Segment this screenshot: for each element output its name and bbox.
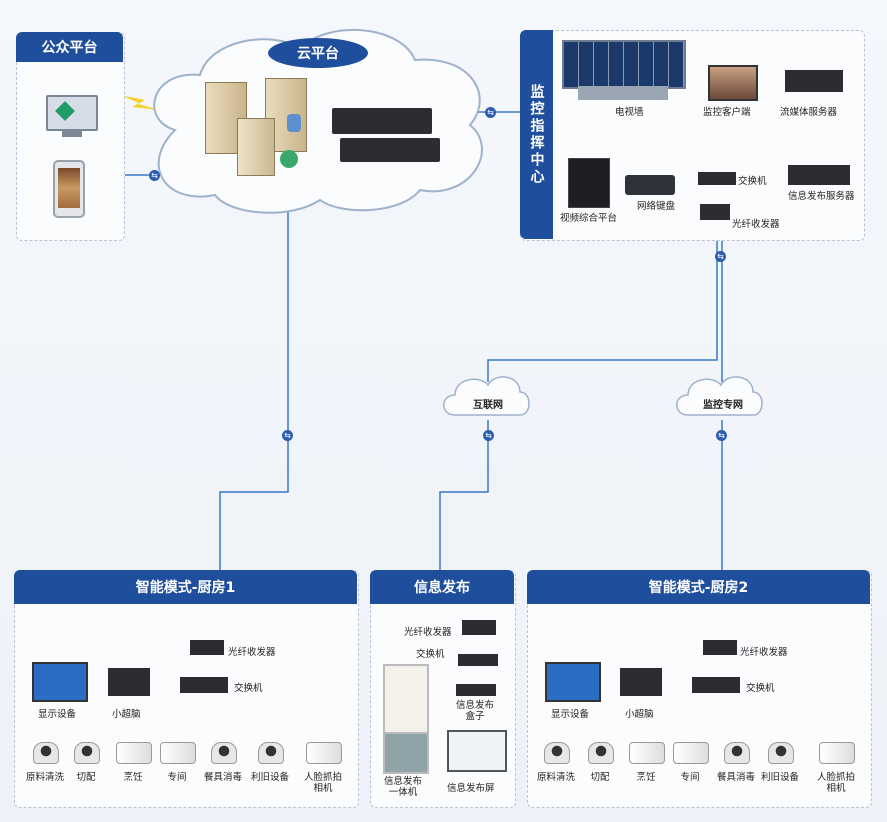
camera-label: 专间 xyxy=(680,772,700,783)
info-allinone-label: 信息发布 一体机 xyxy=(384,776,423,798)
info-screen-label: 信息发布屏 xyxy=(447,783,495,794)
switch-label: 交换机 xyxy=(738,176,767,187)
tv-wall-icon xyxy=(562,40,686,89)
video-platform-label: 视频综合平台 xyxy=(560,213,618,224)
info-box-icon xyxy=(456,684,496,696)
kitchen2-display-label: 显示设备 xyxy=(551,709,590,720)
camera-label: 切配 xyxy=(76,772,96,783)
info-server-icon xyxy=(788,165,850,185)
monitor-center-title-text: 监控指挥中心 xyxy=(528,83,545,186)
fiber-transceiver-label: 光纤收发器 xyxy=(732,219,780,230)
dome-camera-icon xyxy=(588,742,614,764)
kitchen1-fiber-label: 光纤收发器 xyxy=(228,647,276,658)
monitor-client-icon xyxy=(708,65,758,101)
camera-label: 利旧设备 xyxy=(760,772,799,783)
camera-label: 烹饪 xyxy=(123,772,143,783)
rack-server-icon xyxy=(332,108,432,134)
streaming-server-label: 流媒体服务器 xyxy=(780,107,838,118)
link-icon: ⇆ xyxy=(715,251,726,262)
link-icon: ⇆ xyxy=(485,107,496,118)
video-platform-icon xyxy=(568,158,610,208)
switch-icon xyxy=(458,654,498,666)
bullet-camera-icon xyxy=(629,742,665,764)
kitchen1-brain-label: 小超脑 xyxy=(112,709,141,720)
public-platform-title: 公众平台 xyxy=(16,32,123,62)
streaming-server-icon xyxy=(785,70,843,92)
kitchen2-fiber-label: 光纤收发器 xyxy=(740,647,788,658)
info-box-label: 信息发布 盒子 xyxy=(456,700,495,722)
kitchen2-brain-label: 小超脑 xyxy=(625,709,654,720)
globe-icon xyxy=(280,150,298,168)
camera-label: 原料清洗 xyxy=(536,772,575,783)
kiosk-icon xyxy=(383,664,429,736)
switch-icon xyxy=(698,172,736,185)
camera-label: 餐具消毒 xyxy=(203,772,242,783)
link-icon: ⇆ xyxy=(282,430,293,441)
dome-camera-icon xyxy=(74,742,100,764)
server-icon xyxy=(237,118,275,176)
kitchen1-display-label: 显示设备 xyxy=(38,709,77,720)
camera-label: 原料清洗 xyxy=(25,772,64,783)
tv-wall-label: 电视墙 xyxy=(615,107,644,118)
kitchen1-title: 智能模式-厨房1 xyxy=(14,570,357,604)
bullet-camera-icon xyxy=(116,742,152,764)
kitchen1-switch-label: 交换机 xyxy=(234,683,263,694)
link-icon: ⇆ xyxy=(716,430,727,441)
switch-icon xyxy=(180,677,228,693)
bullet-camera-icon xyxy=(306,742,342,764)
laptop-icon xyxy=(447,730,507,772)
camera-label: 烹饪 xyxy=(636,772,656,783)
camera-label: 人脸抓拍 相机 xyxy=(303,772,342,794)
fiber-transceiver-icon xyxy=(703,640,737,655)
camera-label: 利旧设备 xyxy=(250,772,289,783)
link-icon: ⇆ xyxy=(149,170,160,181)
smartphone-icon xyxy=(53,160,85,218)
kitchen2-title: 智能模式-厨房2 xyxy=(527,570,870,604)
desktop-computer-icon xyxy=(46,95,98,137)
rack-server-icon xyxy=(340,138,440,162)
dome-camera-icon xyxy=(211,742,237,764)
bullet-camera-icon xyxy=(819,742,855,764)
kiosk-base-icon xyxy=(383,732,429,774)
info-switch-label: 交换机 xyxy=(416,649,445,660)
monitor-center-title: 监控指挥中心 xyxy=(520,30,553,239)
wireless-icon xyxy=(120,95,160,110)
dome-camera-icon xyxy=(544,742,570,764)
internet-label: 互联网 xyxy=(473,400,503,411)
display-icon xyxy=(32,662,88,702)
network-keyboard-icon xyxy=(625,175,675,195)
fiber-transceiver-icon xyxy=(700,204,730,220)
private-network-label: 监控专网 xyxy=(703,400,743,411)
link-icon: ⇆ xyxy=(483,430,494,441)
edge-brain-icon xyxy=(620,668,662,696)
tv-wall-base xyxy=(578,86,668,100)
display-icon xyxy=(545,662,601,702)
cloud-platform-title: 云平台 xyxy=(268,38,368,68)
network-keyboard-label: 网络键盘 xyxy=(637,201,676,212)
info-fiber-label: 光纤收发器 xyxy=(404,627,452,638)
camera-label: 餐具消毒 xyxy=(716,772,755,783)
kitchen2-switch-label: 交换机 xyxy=(746,683,775,694)
info-server-label: 信息发布服务器 xyxy=(788,191,855,202)
dome-camera-icon xyxy=(33,742,59,764)
dome-camera-icon xyxy=(258,742,284,764)
bullet-camera-icon xyxy=(673,742,709,764)
fiber-transceiver-icon xyxy=(190,640,224,655)
monitor-client-label: 监控客户端 xyxy=(703,107,751,118)
camera-label: 切配 xyxy=(590,772,610,783)
dome-camera-icon xyxy=(768,742,794,764)
camera-label: 专间 xyxy=(167,772,187,783)
dome-camera-icon xyxy=(724,742,750,764)
fiber-transceiver-icon xyxy=(462,620,496,635)
database-icon xyxy=(287,114,301,132)
switch-icon xyxy=(692,677,740,693)
bullet-camera-icon xyxy=(160,742,196,764)
camera-label: 人脸抓拍 相机 xyxy=(816,772,855,794)
info-publish-title: 信息发布 xyxy=(370,570,514,604)
edge-brain-icon xyxy=(108,668,150,696)
